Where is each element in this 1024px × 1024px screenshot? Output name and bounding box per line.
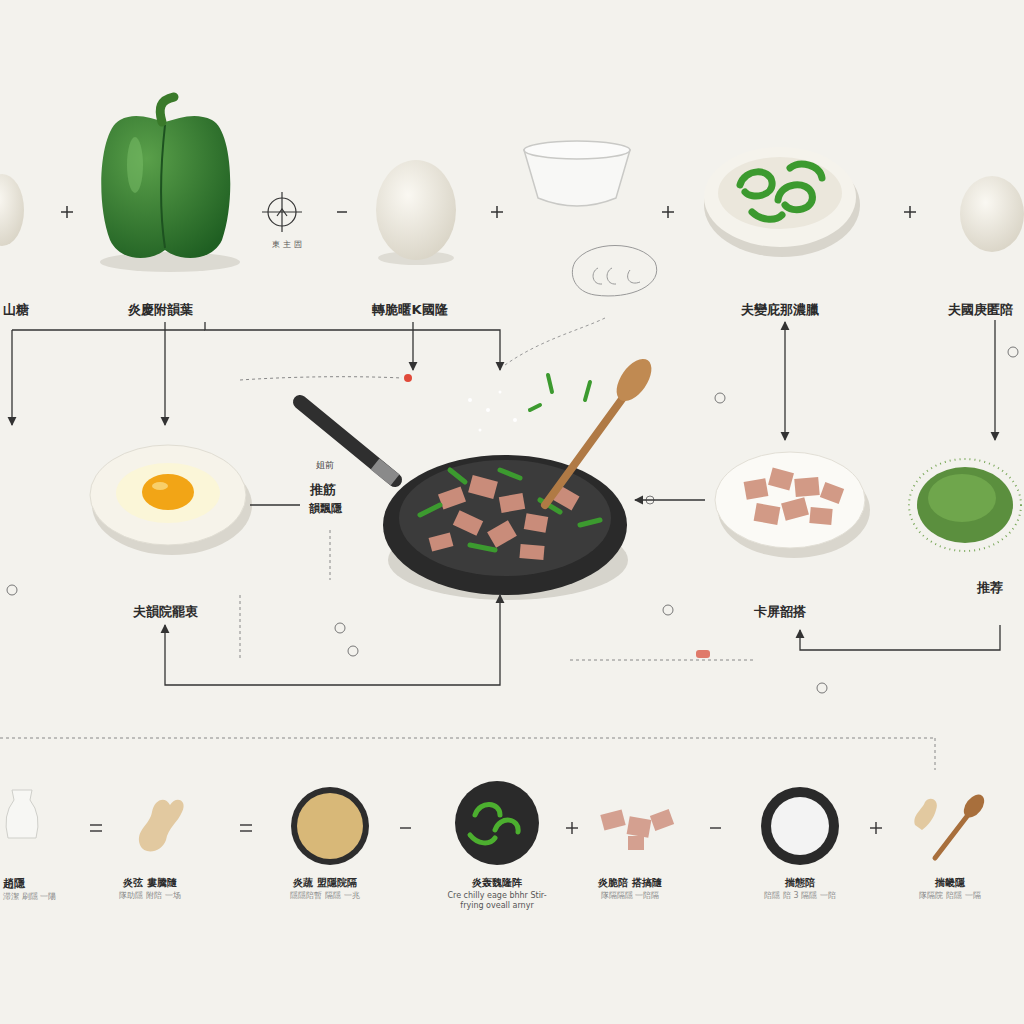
- ingredient-node: 姐前推筋韻飄隱: [300, 370, 635, 595]
- label-text: 炎轰魏隆阵: [472, 877, 522, 889]
- flow-connector: [412, 322, 413, 370]
- label-text: 隊助隱 附陪 一场: [100, 891, 200, 901]
- ingredient-node: 夫國庚匿陪: [930, 170, 1024, 320]
- equals-sign: [90, 825, 102, 831]
- label-text: 東 主 固: [272, 240, 301, 250]
- flow-line: [12, 330, 205, 425]
- label-text: 隊隔院 陪隱 一隔: [900, 891, 1000, 901]
- ingredient-node: 夫變庇那濃臘: [700, 140, 860, 322]
- plus-sign: [904, 206, 916, 218]
- plus-sign: [662, 206, 674, 218]
- fried-egg-bowl: [90, 445, 252, 555]
- minus-sign: [400, 827, 411, 828]
- sketch-lines: [505, 246, 657, 366]
- plus-sign: [491, 206, 503, 218]
- flow-connector: [205, 322, 500, 370]
- egg-icon: [376, 160, 456, 260]
- caption-text: 卡屏韶搭: [754, 604, 806, 620]
- caption-text: 夫變庇那濃臘: [741, 302, 819, 318]
- plus-sign: [61, 206, 73, 218]
- label-text: 陪隱 陪 3 隔隱 一陪: [750, 891, 850, 901]
- label-text: 炎脆陪 搭搞隨: [598, 877, 661, 889]
- caption-text: 推筋: [310, 482, 336, 498]
- flow-connector: [994, 320, 995, 440]
- flow-connector: [250, 504, 300, 505]
- dashed-guide: [0, 377, 935, 770]
- label-text: 揣態陪: [785, 877, 815, 889]
- caption-text: 夫韻院罷衷: [133, 604, 198, 620]
- label-text: Cre chilly eage bhhr Stir-frying oveall …: [442, 891, 552, 910]
- target-symbol: [262, 192, 302, 232]
- glass-bowl: [524, 141, 630, 206]
- spice-bowl: [291, 787, 369, 865]
- meat-plate: [715, 452, 870, 558]
- minus-sign: [337, 211, 347, 213]
- egg-icon: [0, 174, 24, 246]
- pepper-bowl: [455, 781, 539, 865]
- caption-text: 推荐: [977, 580, 1003, 596]
- meat-pieces: [600, 809, 674, 850]
- caption-text: 夫國庚匿陪: [948, 302, 1013, 318]
- ginger-icon: [139, 800, 184, 852]
- flow-connector: [165, 595, 500, 685]
- label-text: 趙隱: [3, 877, 25, 890]
- minus-sign: [710, 827, 721, 828]
- ingredient-node: 卡屏韶搭: [705, 440, 870, 630]
- flow-connector: [800, 625, 1000, 650]
- caption-text: 炎慶附韻葉: [128, 302, 193, 318]
- plus-sign: [870, 822, 882, 834]
- ingredient-node: 推荐: [900, 440, 1020, 625]
- flow-connector: [784, 322, 785, 440]
- ingredient-node: 轉脆暱K國隆: [360, 130, 625, 322]
- ingredient-node: 炎慶附韻葉: [95, 90, 235, 322]
- caption-text: 姐前: [316, 460, 334, 471]
- wok: [300, 353, 658, 600]
- flow-connector: [635, 499, 705, 500]
- ingredient-node: 夫韻院罷衷: [85, 425, 250, 625]
- label-text: 山糖: [3, 302, 29, 318]
- label-text: 隱隱陪暫 隔隱 一兆: [273, 891, 378, 901]
- equals-sign: [240, 825, 252, 831]
- caption-text: 轉脆暱K國隆: [372, 302, 447, 318]
- salt-bowl: [761, 787, 839, 865]
- label-text: 炎蔬 盟隱院隔: [293, 877, 356, 889]
- plus-sign: [566, 822, 578, 834]
- caption-text: 韻飄隱: [309, 502, 342, 515]
- label-text: 炎弦 婁騰隨: [123, 877, 176, 889]
- vase-icon: [6, 790, 38, 838]
- egg-icon: [960, 176, 1024, 252]
- green-pepper: [100, 97, 240, 272]
- flow-connector: [164, 322, 165, 425]
- label-text: 滞潔 刷隱 一陽: [3, 892, 83, 902]
- label-text: 隊隔隔隱 一陪隔: [580, 891, 680, 901]
- herb-pile: [909, 459, 1021, 551]
- sliced-pepper-bowl: [704, 147, 860, 257]
- ginger-spoon: [914, 791, 988, 858]
- marker-dot: [7, 347, 1018, 693]
- label-text: 揣畿隱: [935, 877, 965, 889]
